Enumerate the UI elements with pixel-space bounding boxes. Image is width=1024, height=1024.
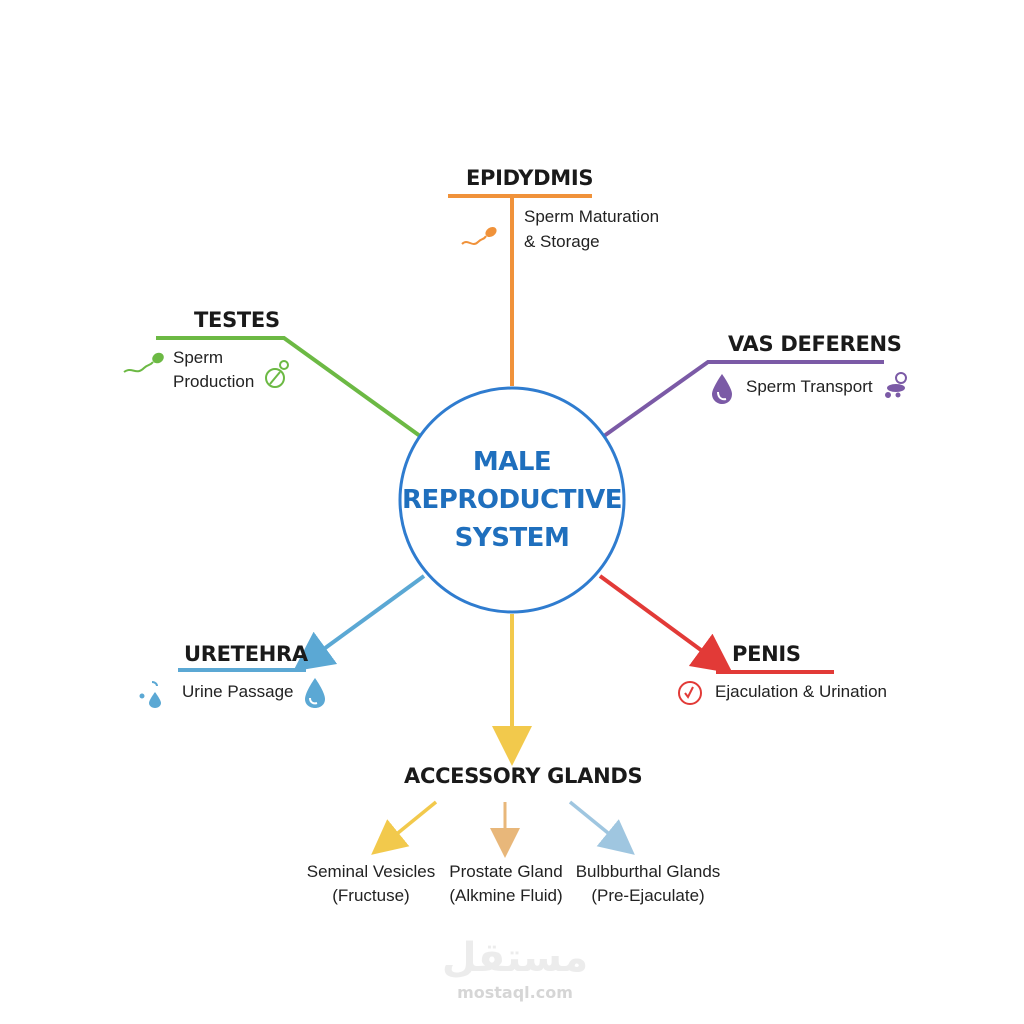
penis-connector <box>598 574 834 674</box>
epididymis-title: EPIDYDMIS <box>466 166 594 190</box>
gland-detail: (Alkmine Fluid) <box>449 886 563 905</box>
epididymis-desc-line: Sperm Maturation <box>524 207 660 226</box>
drops-icon <box>139 681 161 708</box>
gland-name: Bulbburthal Glands <box>575 862 721 881</box>
testes-title: TESTES <box>194 308 280 332</box>
vas-deferens-title: VAS DEFERENS <box>728 332 902 356</box>
center-ring <box>398 386 626 614</box>
center-node: MALE REPRODUCTIVE SYSTEM <box>400 388 624 612</box>
urethra-title: URETEHRA <box>184 642 308 666</box>
watermark-arabic: مستقل <box>441 935 589 981</box>
epididymis-desc-line: & Storage <box>524 232 600 251</box>
testes-desc-line: Production <box>173 372 255 391</box>
epididymis-connector <box>448 194 592 386</box>
urethra-desc-line: Urine Passage <box>182 682 294 701</box>
accessory-title: ACCESSORY GLANDS <box>404 764 643 788</box>
testes-connector <box>156 336 422 438</box>
sperm-icon <box>123 352 164 373</box>
gland-name: Prostate Gland <box>449 862 563 881</box>
gland-bulbourethral: Bulbburthal Glands (Pre-Ejaculate) <box>566 860 730 908</box>
gland-detail: (Fructuse) <box>332 886 410 905</box>
gland-detail: (Pre-Ejaculate) <box>591 886 705 905</box>
water-drop-icon <box>305 678 325 708</box>
penis-title: PENIS <box>732 642 801 666</box>
droplet-icon <box>712 374 732 404</box>
testis-icon <box>265 360 289 388</box>
testes-desc-line: Sperm <box>173 348 224 367</box>
center-title-line: SYSTEM <box>454 523 570 553</box>
urethra-connector <box>178 574 426 672</box>
cells-icon <box>885 372 907 398</box>
gland-prostate: Prostate Gland (Alkmine Fluid) <box>440 860 572 908</box>
gland-arrows <box>371 800 635 858</box>
gland-name: Seminal Vesicles <box>306 862 436 881</box>
center-title-line: MALE <box>472 447 552 477</box>
center-title-line: REPRODUCTIVE <box>401 485 623 515</box>
penis-desc-line: Ejaculation & Urination <box>715 682 887 701</box>
sperm-icon <box>461 226 497 245</box>
gland-seminal-vesicles: Seminal Vesicles (Fructuse) <box>288 860 454 908</box>
vas-deferens-connector <box>602 360 884 438</box>
watermark-url: mostaql.com <box>457 983 573 1002</box>
vas-deferens-desc-line: Sperm Transport <box>746 377 873 396</box>
circle-check-icon <box>678 681 702 705</box>
